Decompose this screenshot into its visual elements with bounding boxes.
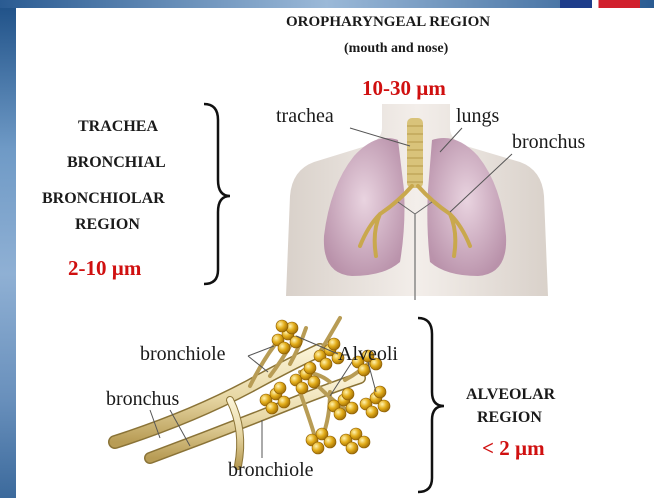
alveoli-cluster [360, 386, 390, 418]
trachea-tube [407, 118, 423, 188]
label-bronchiole-top: bronchiole [140, 343, 226, 365]
label-bronchus-lower: bronchus [106, 388, 180, 410]
alveoli-cluster [306, 428, 336, 454]
label-lungs: lungs [456, 105, 500, 127]
label-alveoli: Alveoli [338, 343, 398, 365]
label-trachea: trachea [276, 105, 334, 127]
brace-left-region [204, 104, 230, 284]
label-bronchiole-bottom: bronchiole [228, 459, 314, 481]
torso-illustration [286, 104, 548, 300]
label-bronchus-upper: bronchus [512, 131, 586, 153]
alveoli-cluster [340, 428, 370, 454]
brace-alveolar-region [418, 318, 444, 492]
